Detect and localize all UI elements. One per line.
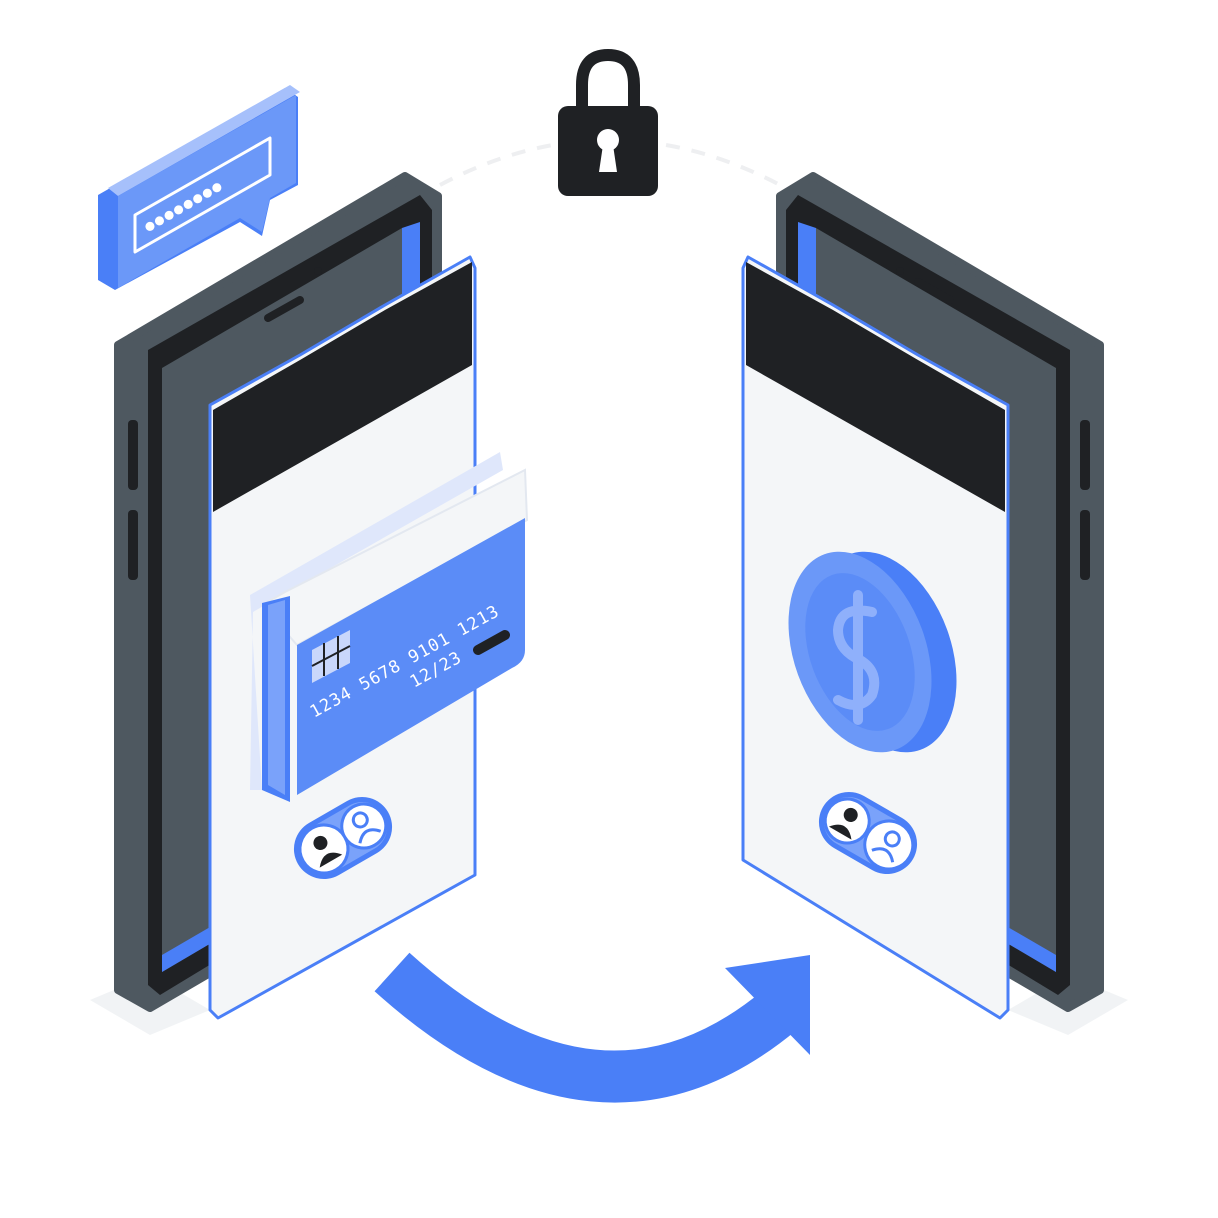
lock-icon	[558, 48, 658, 196]
credit-card: 1234 5678 9101 1213 12/23	[250, 452, 529, 802]
user-toggle-icon	[818, 792, 918, 874]
password-bubble-icon: ●●●●●●●●	[98, 85, 300, 290]
card-stripe	[473, 630, 510, 655]
user-toggle-icon	[293, 797, 393, 879]
side-button	[1080, 510, 1090, 580]
side-button	[1080, 420, 1090, 490]
side-button	[128, 510, 138, 580]
card-chip	[311, 630, 351, 683]
transfer-arrow-icon	[374, 952, 810, 1103]
dollar-coin-icon	[788, 551, 957, 753]
side-button	[128, 420, 138, 490]
